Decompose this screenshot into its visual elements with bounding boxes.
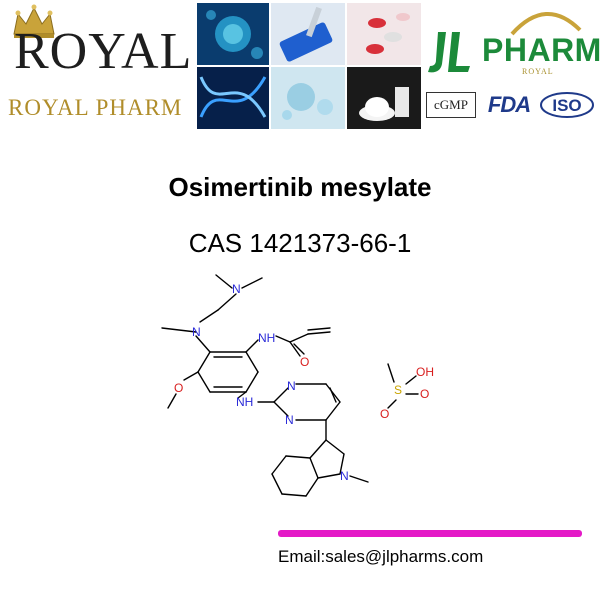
label-n-top: N bbox=[232, 282, 241, 296]
contact-email[interactable]: Email:sales@jlpharms.com bbox=[278, 547, 484, 566]
cgmp-badge: cGMP bbox=[426, 92, 476, 118]
cas-number: CAS 1421373-66-1 bbox=[188, 228, 412, 258]
gold-arc-icon bbox=[510, 12, 582, 36]
label-o-sulfonyl-1: O bbox=[420, 387, 429, 401]
label-nh-amide: NH bbox=[258, 331, 275, 345]
jl-pharm-word: PHARM bbox=[482, 32, 600, 68]
iso-badge-text: ISO bbox=[552, 96, 581, 115]
jl-monogram-icon bbox=[428, 32, 470, 73]
magenta-divider bbox=[278, 530, 582, 537]
label-o-methoxy: O bbox=[174, 381, 183, 395]
label-nh-amine: NH bbox=[236, 395, 253, 409]
product-name: Osimertinib mesylate bbox=[168, 172, 432, 202]
photo-powder bbox=[347, 67, 421, 129]
label-o-sulfonyl-2: O bbox=[380, 407, 389, 421]
label-n-pyrimidine-1: N bbox=[287, 379, 296, 393]
photo-lab-pipette bbox=[271, 3, 345, 65]
chemical-structure: N N NH O O NH N N N S OH O O bbox=[150, 260, 470, 510]
royal-logo-word: ROYAL bbox=[14, 23, 193, 80]
royal-logo: ROYAL ROYAL PHARM bbox=[8, 4, 193, 130]
jl-royal-word: ROYAL bbox=[522, 67, 554, 76]
fda-badge: FDA bbox=[487, 92, 531, 117]
jl-pharm-logo: PHARM ROYAL bbox=[424, 4, 600, 84]
photo-dna bbox=[197, 67, 269, 129]
structure-drawing: N N NH O O NH N N N S OH O O bbox=[161, 274, 434, 497]
label-n-indole: N bbox=[340, 469, 349, 483]
photo-grid bbox=[197, 3, 421, 129]
photo-capsules bbox=[347, 3, 421, 65]
label-o-carbonyl: O bbox=[300, 355, 309, 369]
photo-droplets bbox=[271, 67, 345, 129]
royal-logo-tagline: ROYAL PHARM bbox=[8, 95, 183, 120]
label-n-side: N bbox=[192, 325, 201, 339]
label-n-pyrimidine-2: N bbox=[285, 413, 294, 427]
photo-virus bbox=[197, 3, 269, 65]
crown-icon bbox=[13, 4, 55, 38]
certification-badges: cGMP FDA ISO bbox=[424, 88, 596, 122]
iso-badge: ISO bbox=[540, 92, 594, 118]
label-oh: OH bbox=[416, 365, 434, 379]
label-s: S bbox=[394, 383, 402, 397]
